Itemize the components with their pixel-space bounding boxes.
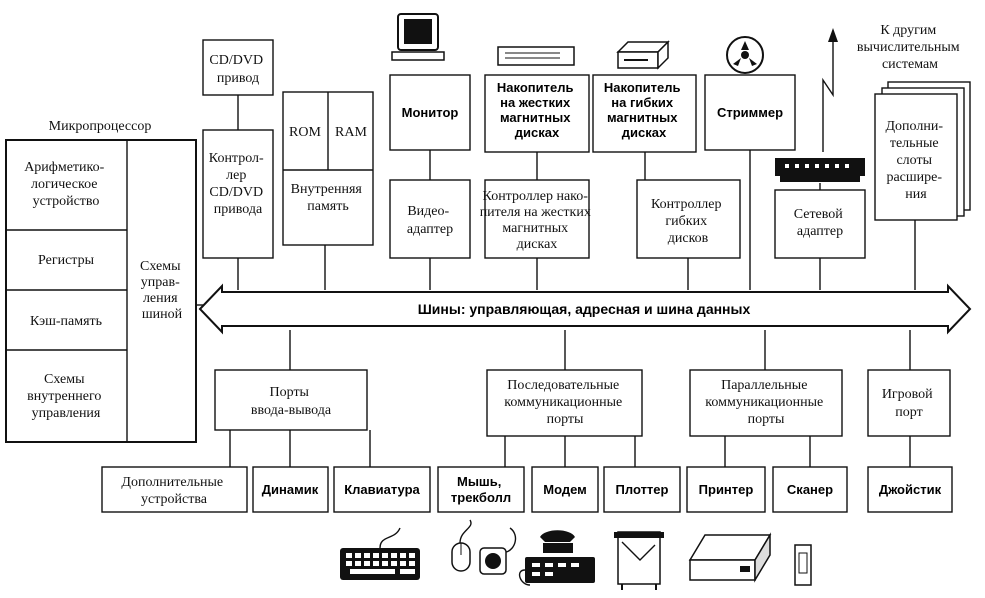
- svg-text:Контрол- лер CD/DV: Контрол- лер CD/DVD привода: [209, 151, 267, 217]
- svg-text:Монитор: Монитор: [402, 105, 459, 120]
- svg-text:Дополни- тельные с: Дополни- тельные слоты расшире- ния: [886, 119, 947, 202]
- svg-text:Последовательные коммуни: Последовательные коммуникационные порты: [504, 378, 625, 427]
- reel-icon: [726, 36, 764, 74]
- microprocessor: Микропроцессор Арифметико- логическое ус…: [5, 119, 197, 443]
- svg-text:Видео- адаптер: Видео- адаптер: [407, 204, 453, 237]
- internal-memory: ROM RAM Внутренняя память: [282, 91, 374, 246]
- svg-text:Мышь, трекболл: Мышь, трекболл: [451, 474, 511, 505]
- svg-text:Порты ввода-вывода: Порты ввода-вывода: [251, 385, 332, 418]
- svg-text:Сканер: Сканер: [787, 482, 833, 497]
- monitor: Монитор: [389, 74, 471, 151]
- svg-text:К другим вычислительным: К другим вычислительным системам: [857, 23, 963, 72]
- monitor-icon: [391, 13, 445, 61]
- fdd-controller: Контроллер гибких дисков: [636, 179, 741, 259]
- parallel-ports: Параллельные коммуникационные порты: [689, 369, 843, 437]
- rom-label: ROM: [289, 125, 321, 140]
- bus-label: Шины: управляющая, адресная и шина данны…: [418, 301, 751, 317]
- other-systems-label: К другим вычислительным системам: [857, 23, 963, 72]
- microprocessor-title: Микропроцессор: [49, 119, 152, 134]
- plotter-icon: [614, 531, 664, 590]
- svg-text:Модем: Модем: [543, 482, 587, 497]
- plotter: Плоттер: [603, 466, 681, 513]
- scanner-icon: [688, 532, 772, 583]
- io-ports: Порты ввода-вывода: [214, 369, 368, 431]
- internal-control-label: Схемы внутреннего управления: [27, 372, 105, 421]
- joystick-icon: [794, 544, 812, 586]
- svg-text:Стриммер: Стриммер: [717, 105, 783, 120]
- svg-text:Контроллер гибких: Контроллер гибких дисков: [651, 197, 725, 246]
- mouse-trackball: Мышь, трекболл: [437, 466, 525, 513]
- svg-text:Накопитель на жестких: Накопитель на жестких магнитных дисках: [497, 80, 577, 140]
- svg-text:Принтер: Принтер: [699, 482, 754, 497]
- additional-devices: Дополнительные устройства: [101, 466, 248, 513]
- video-adapter: Видео- адаптер: [389, 179, 471, 259]
- network-hub-icon: [775, 158, 865, 182]
- svg-text:Дополнительные устройств: Дополнительные устройства: [121, 475, 226, 507]
- cache-label: Кэш-память: [30, 314, 102, 329]
- hdd-controller: Контроллер нако- пителя на жестких магни…: [480, 179, 595, 259]
- streamer: Стриммер: [704, 74, 796, 151]
- cd-dvd-controller: Контрол- лер CD/DVD привода: [202, 129, 274, 259]
- svg-text:Плоттер: Плоттер: [616, 482, 669, 497]
- speaker: Динамик: [252, 466, 329, 513]
- svg-text:Динамик: Динамик: [262, 482, 319, 497]
- svg-text:CD/DVD привод: CD/DVD привод: [209, 53, 266, 86]
- keyboard-icon: [340, 527, 420, 580]
- serial-ports: Последовательные коммуникационные порты: [486, 369, 643, 437]
- modem: Модем: [531, 466, 599, 513]
- alu-label: Арифметико- логическое устройство: [24, 160, 108, 209]
- keyboard: Клавиатура: [333, 466, 431, 513]
- svg-text:Накопитель на гибких: Накопитель на гибких магнитных дисках: [604, 80, 684, 140]
- fdd-icon: [616, 40, 670, 70]
- fdd: Накопитель на гибких магнитных дисках: [592, 74, 697, 153]
- svg-text:Джойстик: Джойстик: [879, 482, 942, 497]
- hdd-icon: [497, 46, 575, 66]
- svg-text:Клавиатура: Клавиатура: [344, 482, 420, 497]
- scanner: Сканер: [772, 466, 848, 513]
- joystick: Джойстик: [867, 466, 953, 513]
- cd-dvd-drive: CD/DVD привод: [202, 39, 274, 96]
- phone-modem-icon: [518, 530, 595, 586]
- svg-text:Контроллер нако- пителя: Контроллер нако- пителя на жестких магни…: [480, 189, 595, 252]
- internal-memory-label: Внутренняя память: [291, 182, 366, 214]
- svg-text:Параллельные коммуникаци: Параллельные коммуникационные порты: [705, 378, 826, 427]
- microprocessor-frame: [5, 139, 197, 443]
- network-adapter: Сетевой адаптер: [774, 189, 866, 259]
- game-port: Игровой порт: [867, 369, 951, 437]
- bus-control-label: Схемы управ- ления шиной: [140, 259, 184, 322]
- system-bus: Шины: управляющая, адресная и шина данны…: [198, 283, 972, 335]
- expansion-slots: Дополни- тельные слоты расшире- ния: [874, 81, 971, 221]
- registers-label: Регистры: [38, 253, 95, 268]
- hdd: Накопитель на жестких магнитных дисках: [484, 74, 590, 153]
- svg-text:Игровой порт: Игровой порт: [882, 387, 936, 420]
- printer: Принтер: [686, 466, 766, 513]
- svg-text:Сетевой адаптер: Сетевой адаптер: [794, 207, 847, 239]
- connector-lines: [195, 28, 916, 467]
- mouse-icon: [451, 519, 517, 575]
- ram-label: RAM: [335, 125, 367, 140]
